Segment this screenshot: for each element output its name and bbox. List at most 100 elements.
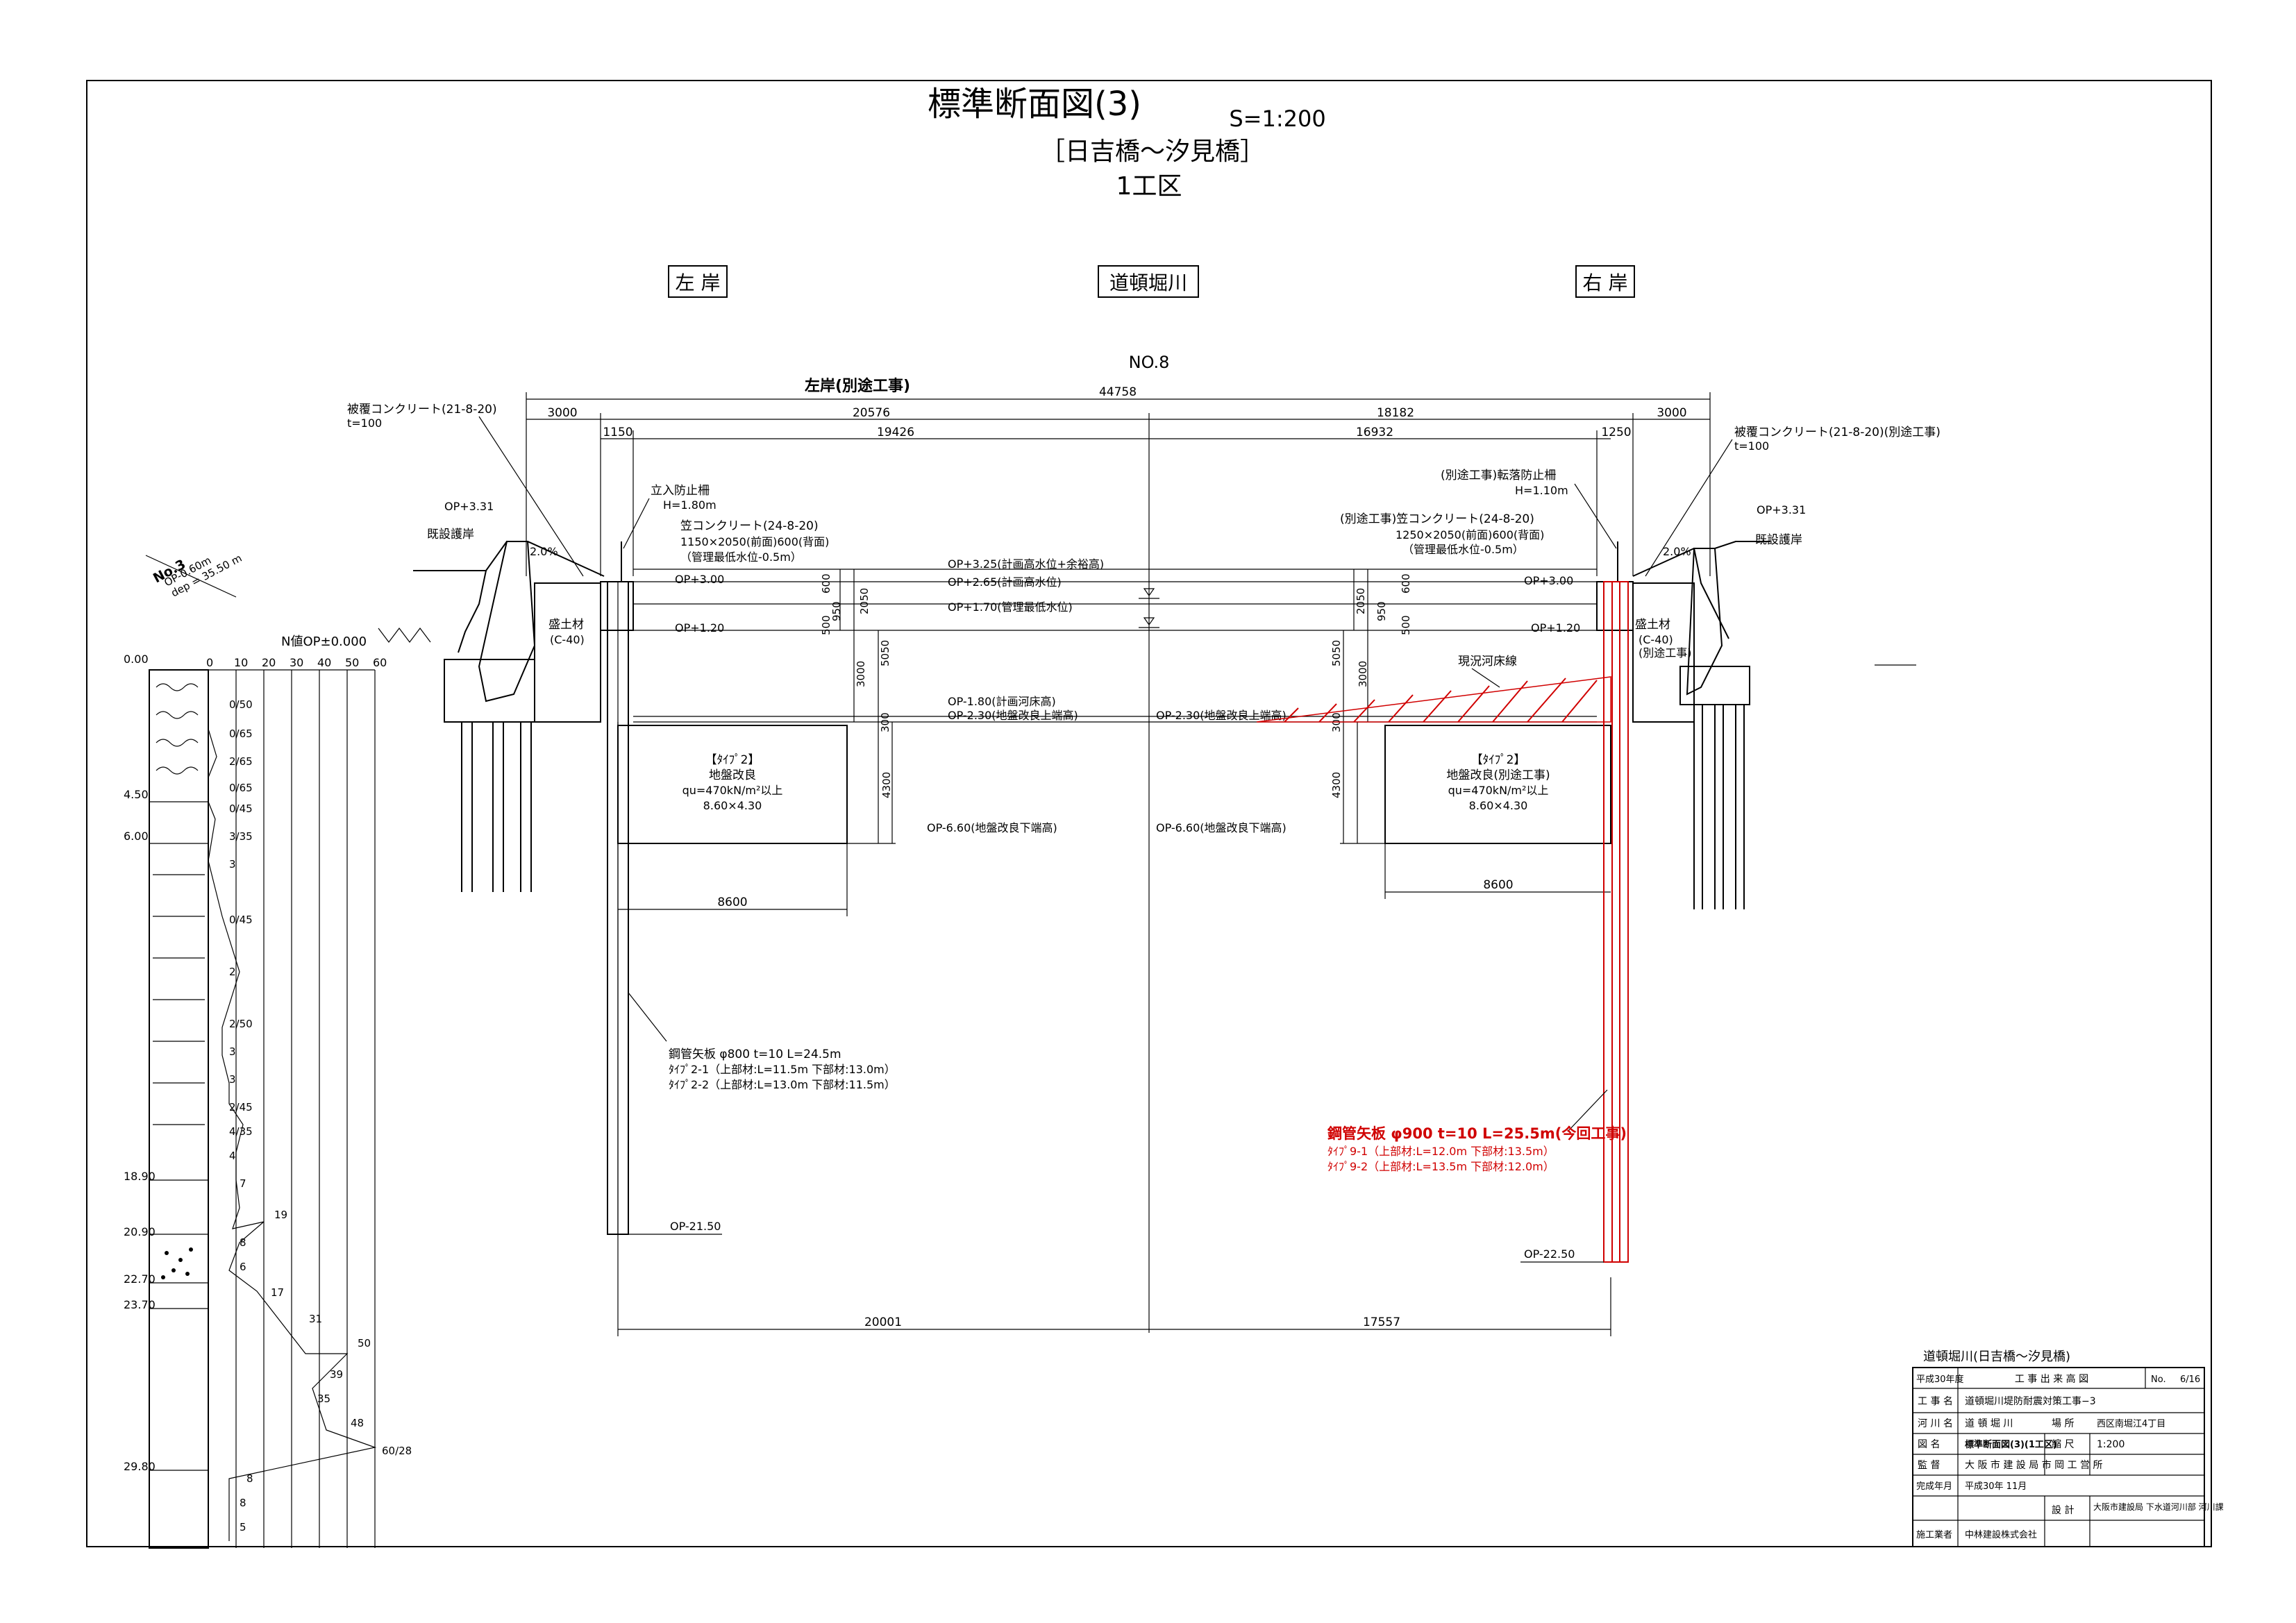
level-op300-right: OP+3.00 [1524, 574, 1573, 587]
boring-log [145, 555, 377, 1549]
left-fill: 盛土材 [548, 618, 584, 632]
boring-n-label: 8 [240, 1236, 246, 1249]
level-opm660-left: OP-6.60(地盤改良下端高) [927, 821, 1057, 834]
boring-scale-tick: 50 [345, 656, 359, 669]
title-block [1912, 1367, 2205, 1547]
left-fence: 立入防止柵 [651, 484, 710, 498]
level-opm230-right: OP-2.30(地盤改良上端高) [1156, 709, 1287, 722]
tb-river-label: 河 川 名 [1918, 1418, 1953, 1429]
boring-n-label: 35 [317, 1393, 330, 1405]
boring-n-label: 7 [240, 1177, 246, 1190]
tb-super-label: 監 督 [1918, 1459, 1940, 1471]
level-opm230-left: OP-2.30(地盤改良上端高) [948, 709, 1078, 722]
dim-bottom-left: 20001 [864, 1315, 902, 1329]
tb-river-value: 道 頓 堀 川 [1965, 1418, 2013, 1429]
right-sheet-pile-red [1603, 581, 1629, 1263]
boring-n-label: 17 [271, 1286, 284, 1299]
right-fence: (別途工事)転落防止柵 [1441, 469, 1556, 482]
tb-name-value: 道頓堀川堤防耐震対策工事−3 [1965, 1395, 2096, 1407]
right-type91: ﾀｲﾌﾟ9-1（上部材:L=12.0m 下部材:13.5m） [1327, 1145, 1555, 1158]
boring-depth-label: 23.70 [124, 1298, 156, 1311]
right-fill-note: (別途工事) [1639, 646, 1692, 659]
left-kasa-dim: 1150×2050(前面)600(背面) [680, 535, 829, 548]
vdim-2050-right: 2050 [1355, 588, 1367, 614]
left-bank-label: 左 岸 [676, 271, 721, 294]
right-fence-h: H=1.10m [1515, 484, 1568, 497]
level-op325: OP+3.25(計画高水位+余裕高) [948, 557, 1104, 571]
vdim-500-right: 500 [1400, 615, 1412, 635]
tb-done-value: 平成30年 11月 [1965, 1481, 2027, 1492]
river-label: 道頓堀川 [1109, 271, 1187, 294]
right-existing-wall: 既設護岸 [1755, 533, 1802, 547]
left-cover-conc: 被覆コンクリート(21-8-20) [347, 403, 497, 417]
right-kasa-dim: 1250×2050(前面)600(背面) [1396, 528, 1544, 541]
boring-scale-tick: 0 [206, 656, 213, 669]
right-bank-label: 右 岸 [1583, 271, 1628, 294]
tb-no-label: No. [2151, 1374, 2166, 1385]
tb-contractor-value: 中林建設株式会社 [1965, 1529, 2037, 1540]
level-opm180: OP-1.80(計画河床高) [948, 695, 1056, 708]
boring-n-label: 4/35 [229, 1125, 253, 1138]
bottom-dimensions [617, 722, 1611, 1336]
vdim-3000-left: 3000 [855, 661, 867, 687]
boring-n-label: 39 [330, 1368, 343, 1381]
boring-n-label: 3 [229, 1045, 236, 1058]
right-bank-box [1575, 265, 1635, 298]
tb-year: 平成30年度 [1916, 1374, 1964, 1385]
left-kasa: 笠コンクリート(24-8-20) [680, 519, 819, 533]
dim-16932: 16932 [1356, 426, 1393, 439]
drawing-subtitle: ［日吉橋～汐見橋］ [1040, 137, 1265, 166]
boring-n-label: 2/45 [229, 1101, 253, 1113]
boring-n-label: 3/35 [229, 830, 253, 843]
left-cover-t: t=100 [347, 417, 382, 430]
tb-fig-label: 図 名 [1918, 1439, 1940, 1450]
right-sheet-pile: 鋼管矢板 φ900 t=10 L=25.5m(今回工事) [1327, 1125, 1627, 1142]
level-opm660-right: OP-6.60(地盤改良下端高) [1156, 821, 1287, 834]
boring-n-label: 3 [229, 1073, 236, 1086]
left-bank-box [668, 265, 728, 298]
boring-n-label: 0/45 [229, 802, 253, 815]
level-op120-right: OP+1.20 [1531, 621, 1580, 634]
boring-n-label: 8 [246, 1472, 253, 1485]
right-op-bottom: OP-22.50 [1524, 1247, 1575, 1261]
tb-contractor-label: 施工業者 [1916, 1529, 1952, 1540]
left-bank-structure [378, 541, 634, 1235]
left-op-bottom: OP-21.50 [670, 1220, 721, 1233]
left-bank-note: 左岸(別途工事) [805, 377, 910, 395]
boring-n-label: 0/65 [229, 728, 253, 740]
tb-scale-label: 縮 尺 [2052, 1439, 2074, 1450]
vdim-950-right: 950 [1375, 601, 1388, 621]
drawing-zone: 1工区 [1116, 172, 1182, 201]
boring-n-label: 6 [240, 1261, 246, 1273]
dim-1150: 1150 [603, 426, 632, 439]
dim-19426: 19426 [877, 426, 914, 439]
tb-done-label: 完成年月 [1916, 1481, 1952, 1492]
drawing-title: 標準断面図(3) [928, 85, 1141, 124]
water-level-lines [633, 569, 1597, 844]
left-n-value: N値OP±0.000 [281, 634, 367, 649]
left-fence-h: H=1.80m [663, 498, 717, 512]
right-fill: 盛土材 [1635, 618, 1670, 632]
improve-left-qu: qu=470kN/m²以上 [682, 784, 783, 797]
right-type92: ﾀｲﾌﾟ9-2（上部材:L=13.5m 下部材:12.0m） [1327, 1160, 1555, 1173]
vdim-2050-left: 2050 [858, 588, 871, 614]
level-op300-left: OP+3.00 [675, 573, 724, 586]
boring-depth-label: 4.50 [124, 788, 149, 801]
left-op331: OP+3.31 [444, 500, 494, 513]
river-box [1098, 265, 1199, 298]
vertical-dims [839, 569, 1368, 843]
level-op265: OP+2.65(計画高水位) [948, 575, 1062, 589]
right-kasa-note: （管理最低水位-0.5m） [1402, 543, 1524, 556]
boring-n-label: 48 [351, 1417, 364, 1429]
vdim-300-left: 300 [879, 712, 891, 732]
dim-span-right: 18182 [1377, 406, 1414, 420]
dim-8600-left: 8600 [717, 895, 747, 909]
boring-n-label: 2/50 [229, 1018, 253, 1030]
boring-n-label: 5 [240, 1521, 246, 1533]
dim-8600-right: 8600 [1483, 878, 1513, 892]
boring-n-label: 19 [274, 1209, 287, 1221]
boring-n-label: 0/50 [229, 698, 253, 711]
sheet-frame [86, 80, 2212, 1547]
